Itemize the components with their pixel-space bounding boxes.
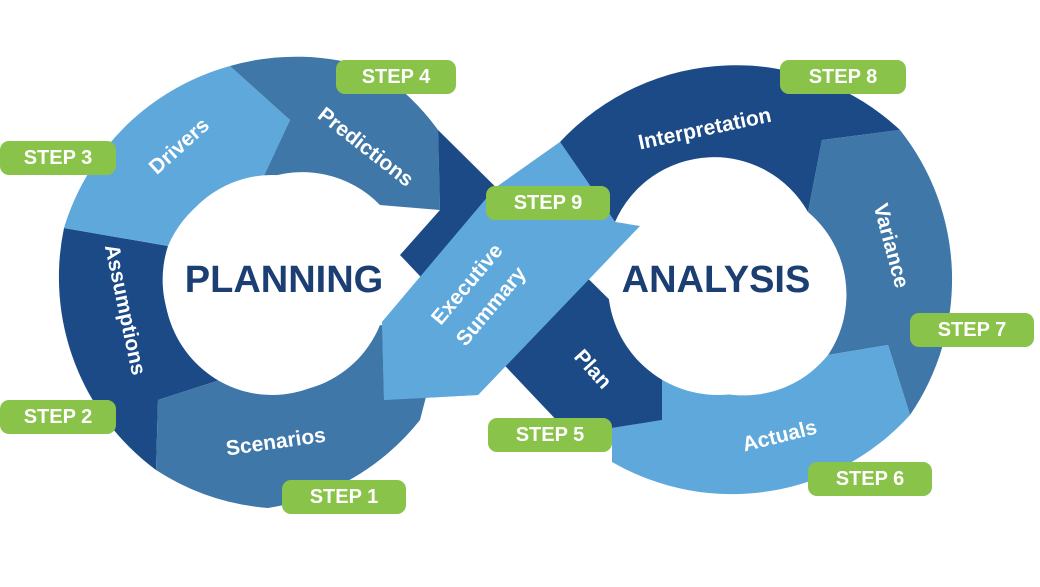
- planning-title: PLANNING: [185, 259, 383, 301]
- step-1-badge: STEP 1: [282, 480, 406, 514]
- step-4-badge: STEP 4: [336, 60, 456, 94]
- planning-hole: [164, 175, 380, 395]
- scenarios-segment: [156, 325, 442, 508]
- step-7-badge: STEP 7: [910, 313, 1034, 347]
- step-3-badge: STEP 3: [0, 141, 116, 175]
- step-5-badge: STEP 5: [488, 418, 612, 452]
- step-6-badge: STEP 6: [808, 462, 932, 496]
- step-8-badge: STEP 8: [780, 60, 906, 94]
- step-9-badge: STEP 9: [486, 186, 610, 220]
- predictions-segment: [230, 56, 440, 211]
- interpretation-segment: [560, 65, 900, 222]
- analysis-hole: [608, 175, 828, 395]
- drivers-segment: [64, 66, 290, 246]
- analysis-title: ANALYSIS: [622, 259, 811, 301]
- step-2-badge: STEP 2: [0, 400, 116, 434]
